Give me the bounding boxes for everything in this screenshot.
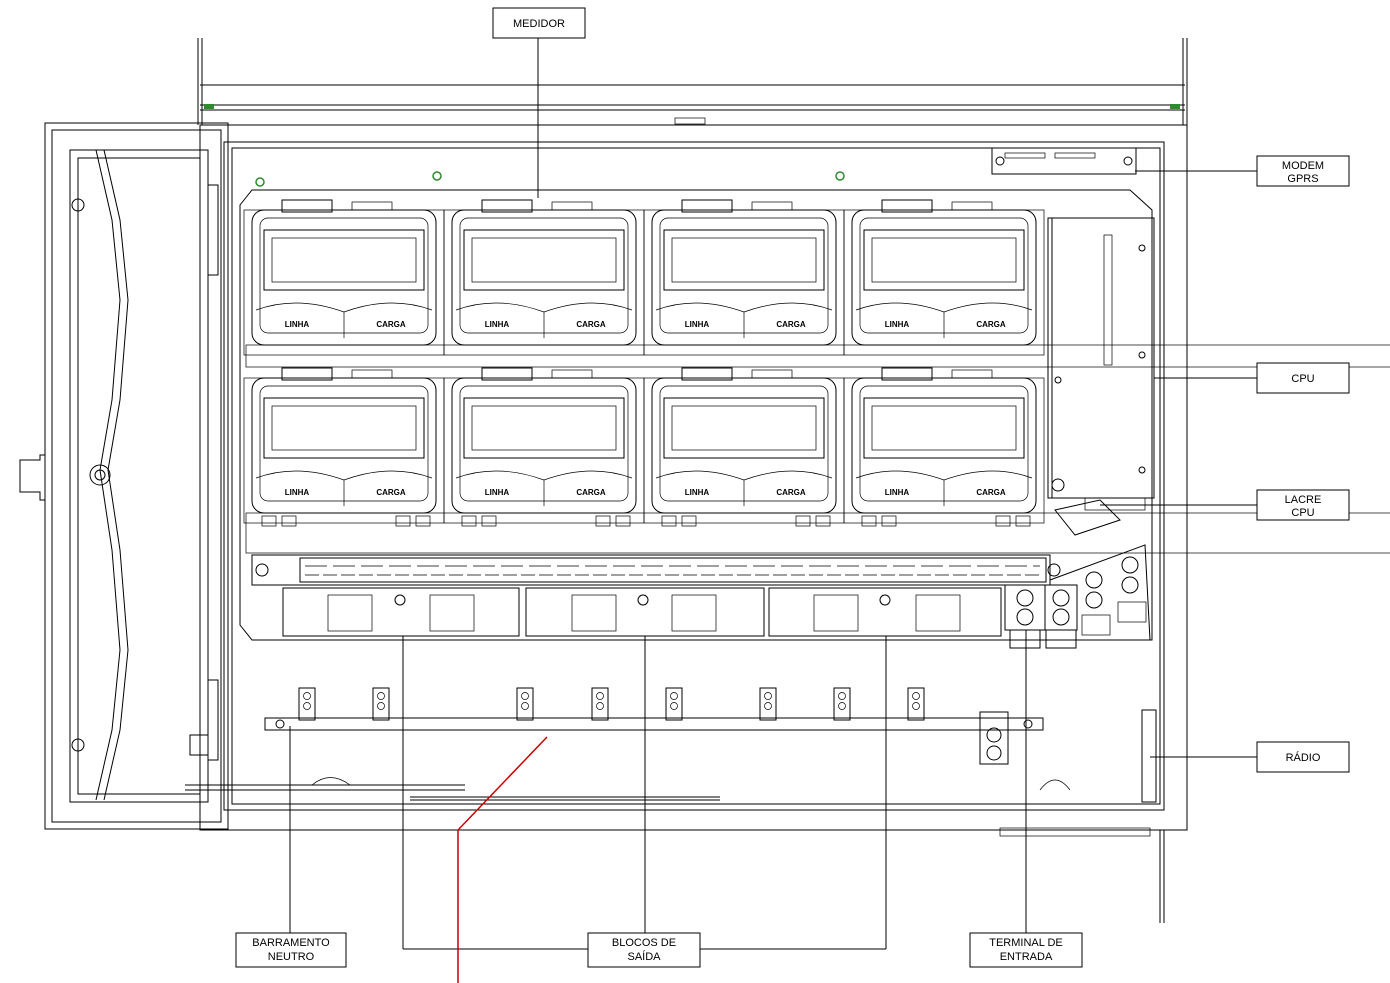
meter-linha-label: LINHA: [885, 320, 910, 329]
meter-7: LINHA CARGA: [643, 367, 845, 527]
meter-1: LINHA CARGA: [243, 199, 445, 356]
cabinet-lid: [197, 38, 1188, 125]
label-medidor: MEDIDOR: [492, 7, 586, 39]
label-barramento-neutro: BARRAMENTO NEUTRO: [235, 932, 347, 968]
meter-6: LINHA CARGA: [443, 367, 645, 527]
svg-text:GPRS: GPRS: [1287, 173, 1318, 185]
busbar-lug: [372, 687, 390, 721]
meter-carga-label: CARGA: [576, 320, 606, 329]
meter-linha-label: LINHA: [485, 320, 510, 329]
label-cpu: CPU: [1256, 362, 1350, 394]
svg-text:BARRAMENTO: BARRAMENTO: [252, 937, 330, 949]
svg-text:ENTRADA: ENTRADA: [1000, 951, 1053, 963]
meter-carga-label: CARGA: [976, 488, 1006, 497]
meter-carga-label: CARGA: [576, 488, 606, 497]
cpu-unit: [1047, 217, 1155, 511]
meter-linha-label: LINHA: [285, 320, 310, 329]
svg-text:TERMINAL DE: TERMINAL DE: [989, 937, 1063, 949]
svg-text:CPU: CPU: [1291, 373, 1314, 385]
lacre-cpu: [1051, 478, 1121, 536]
label-terminal-de-entrada: TERMINAL DE ENTRADA: [969, 932, 1083, 968]
meter-carga-label: CARGA: [776, 488, 806, 497]
meter-carga-label: CARGA: [976, 320, 1006, 329]
meter-grid: LINHA CARGA LINHA CARGA LINHA CARGA LINHA CARGA…: [243, 199, 1390, 554]
busbar-lug: [665, 687, 683, 721]
svg-text:MEDIDOR: MEDIDOR: [513, 18, 565, 30]
busbar-lug: [298, 687, 316, 721]
red-pointer-line: [457, 736, 548, 983]
svg-text:LACRE: LACRE: [1285, 494, 1322, 506]
output-blocks: [282, 587, 1002, 637]
radio-unit: [1141, 709, 1157, 803]
busbar-lug: [516, 687, 534, 721]
svg-text:NEUTRO: NEUTRO: [268, 951, 315, 963]
meter-4: LINHA CARGA: [843, 199, 1045, 356]
svg-text:CPU: CPU: [1291, 507, 1314, 519]
cabinet-body: [199, 124, 1188, 923]
busbar-lug: [591, 687, 609, 721]
busbar-lug: [759, 687, 777, 721]
mounting-plate: [239, 171, 1153, 641]
meter-3: LINHA CARGA: [643, 199, 845, 356]
modem-gprs-unit: [991, 147, 1137, 175]
leader-lines: [289, 38, 1257, 950]
input-terminal: [1004, 544, 1151, 649]
meter-5: LINHA CARGA: [243, 367, 445, 527]
label-modem-gprs: MODEM GPRS: [1256, 155, 1350, 187]
svg-text:RÁDIO: RÁDIO: [1286, 751, 1321, 764]
busbar-lug: [833, 687, 851, 721]
neutral-busbar: [264, 687, 1044, 765]
meter-carga-label: CARGA: [376, 320, 406, 329]
meter-linha-label: LINHA: [685, 320, 710, 329]
svg-text:MODEM: MODEM: [1282, 160, 1324, 172]
meter-2: LINHA CARGA: [443, 199, 645, 356]
output-terminal-strip: [251, 554, 1061, 586]
meter-linha-label: LINHA: [285, 488, 310, 497]
cabinet-door: [19, 122, 1071, 830]
label-radio: RÁDIO: [1256, 741, 1350, 773]
label-lacre-cpu: LACRE CPU: [1256, 489, 1350, 521]
label-blocos-de-saida: BLOCOS DE SAÍDA: [587, 932, 701, 968]
busbar-lug: [907, 687, 925, 721]
meter-linha-label: LINHA: [885, 488, 910, 497]
svg-text:SAÍDA: SAÍDA: [627, 950, 661, 963]
meter-carga-label: CARGA: [376, 488, 406, 497]
meter-8: LINHA CARGA: [843, 367, 1045, 527]
meter-carga-label: CARGA: [776, 320, 806, 329]
meter-linha-label: LINHA: [485, 488, 510, 497]
svg-text:BLOCOS DE: BLOCOS DE: [612, 937, 676, 949]
meter-linha-label: LINHA: [685, 488, 710, 497]
